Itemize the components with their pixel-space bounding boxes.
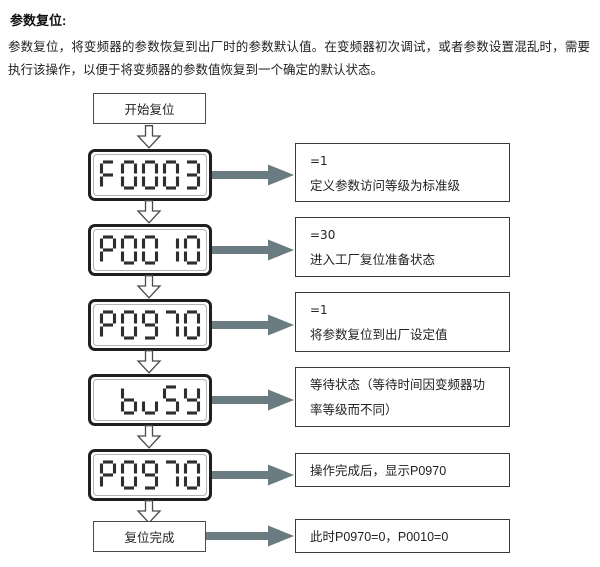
seven-segment-display [88,374,212,426]
down-arrow-icon [136,125,162,149]
flow-start-box: 开始复位 [93,93,206,124]
down-arrow-icon [136,275,162,299]
seven-segment-display [88,449,212,501]
display-screen [93,454,207,496]
down-arrow-icon [136,500,162,524]
right-arrow-icon [206,525,294,547]
flow-end-desc: 此时P0970=0，P0010=0 [310,529,449,544]
right-arrow-icon [212,314,294,336]
step-value: =1 [310,303,328,317]
seven-segment-display [88,299,212,351]
flow-start-label: 开始复位 [124,103,175,117]
intro-paragraph: 参数复位，将变频器的参数恢复到出厂时的参数默认值。在变频器初次调试，或者参数设置… [8,40,590,77]
step-desc-box: 等待状态（等待时间因变频器功率等级而不同） [295,367,510,427]
right-arrow-icon [212,164,294,186]
step-desc-box: =1 定义参数访问等级为标准级 [295,143,510,202]
flow-end-desc-box: 此时P0970=0，P0010=0 [295,519,510,553]
step-desc-box: 操作完成后，显示P0970 [295,453,510,487]
seven-segment-digits [120,385,201,415]
display-screen [93,154,207,196]
display-screen [93,304,207,346]
seven-segment-display [88,149,212,201]
step-desc: 等待状态（等待时间因变频器功率等级而不同） [310,378,486,417]
display-screen [93,229,207,271]
down-arrow-icon [136,200,162,224]
seven-segment-digits [99,235,201,265]
flow-end-label: 复位完成 [124,531,175,545]
step-desc: 将参数复位到出厂设定值 [310,328,448,342]
step-desc-box: =1 将参数复位到出厂设定值 [295,292,510,352]
seven-segment-digits [99,160,201,190]
display-screen [93,379,207,421]
step-value: =1 [310,153,328,168]
seven-segment-display [88,224,212,276]
step-desc: 操作完成后，显示P0970 [310,463,447,478]
step-desc: 定义参数访问等级为标准级 [310,178,461,193]
step-desc-box: =30 进入工厂复位准备状态 [295,217,510,277]
right-arrow-icon [212,239,294,261]
down-arrow-icon [136,350,162,374]
down-arrow-icon [136,425,162,449]
flow-end-box: 复位完成 [93,521,206,552]
page-title: 参数复位: [10,13,67,28]
step-desc: 进入工厂复位准备状态 [310,253,436,267]
right-arrow-icon [212,389,294,411]
step-value: =30 [310,228,336,242]
right-arrow-icon [212,464,294,486]
seven-segment-digits [99,460,201,490]
seven-segment-digits [99,310,201,340]
